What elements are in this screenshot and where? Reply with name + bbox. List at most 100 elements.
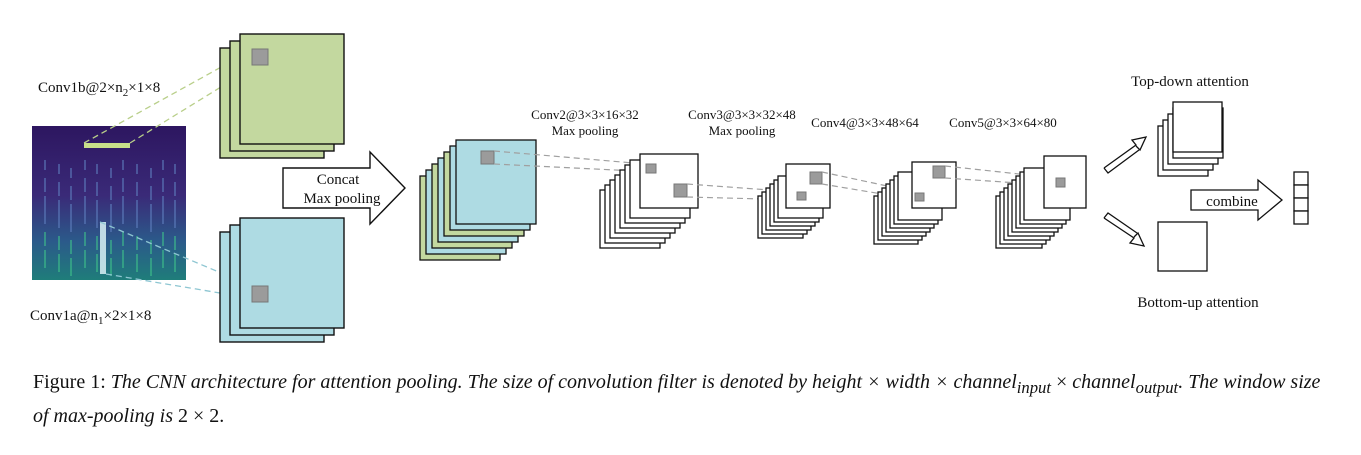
caption-sub-output: output bbox=[1135, 378, 1179, 397]
figure-caption: Figure 1: The CNN architecture for atten… bbox=[33, 368, 1333, 431]
spectrogram-streak bbox=[174, 182, 176, 196]
caption-math-channel: channel bbox=[1072, 371, 1136, 393]
conv1b-feature-maps bbox=[219, 33, 345, 159]
spectrogram-streak bbox=[44, 250, 46, 268]
spectrogram-streak bbox=[174, 254, 176, 272]
caption-text: The CNN architecture for attention pooli… bbox=[110, 371, 808, 393]
spectrogram-streak bbox=[96, 182, 98, 196]
spectrogram-streak bbox=[162, 160, 164, 170]
spectrogram-streak bbox=[96, 164, 98, 174]
conv4-label: Conv4@3×3×48×64 bbox=[811, 115, 919, 130]
spectrogram-streak bbox=[70, 222, 72, 232]
spectrogram-streak bbox=[136, 236, 138, 250]
concat-kernel bbox=[480, 150, 495, 165]
spectrogram-streak bbox=[136, 200, 138, 218]
spectrogram-streak bbox=[174, 236, 176, 250]
caption-math-dimensions: height × width × channel bbox=[812, 371, 1017, 393]
conv3-feature-maps bbox=[757, 163, 831, 239]
spectrogram-streak bbox=[84, 214, 86, 224]
spectrogram-streak bbox=[44, 232, 46, 246]
spectrogram-streak bbox=[162, 232, 164, 246]
spectrogram-streak bbox=[44, 214, 46, 224]
spectrogram-streak bbox=[44, 196, 46, 214]
spectrogram-streak bbox=[136, 182, 138, 196]
top-down-attention-maps bbox=[1157, 101, 1224, 177]
caption-label: Figure 1: bbox=[33, 371, 106, 393]
spectrogram-streak bbox=[84, 250, 86, 268]
spectrogram-streak bbox=[110, 168, 112, 178]
combine-label: combine bbox=[1206, 194, 1258, 210]
caption-text-pooling: . The window size of max-pooling is bbox=[33, 371, 1321, 427]
conv4-kernel-small bbox=[914, 192, 925, 202]
spectrogram-streak bbox=[136, 218, 138, 228]
spectrogram-streak bbox=[162, 214, 164, 224]
spectrogram-streak bbox=[136, 164, 138, 174]
spectrogram-streak bbox=[70, 168, 72, 178]
spectrogram-streak bbox=[58, 218, 60, 228]
spectrogram-streak bbox=[70, 240, 72, 254]
conv2-kernel-small bbox=[645, 163, 657, 174]
spectrogram-streak bbox=[58, 164, 60, 174]
spectrogram-streak bbox=[44, 160, 46, 170]
spectrogram-streak bbox=[122, 160, 124, 170]
output-vector bbox=[1293, 171, 1309, 225]
spectrogram-streak bbox=[70, 186, 72, 200]
caption-period: . bbox=[219, 405, 225, 427]
conv3-label: Conv3@3×3×32×48 bbox=[688, 107, 796, 122]
spectrogram-streak bbox=[84, 196, 86, 214]
conv1a-filter-highlight bbox=[100, 222, 106, 274]
spectrogram-streak bbox=[84, 178, 86, 192]
conv1b-filter-highlight bbox=[84, 143, 130, 148]
spectrogram-streak bbox=[174, 164, 176, 174]
spectrogram-streak bbox=[110, 258, 112, 276]
spectrogram-streak bbox=[162, 178, 164, 192]
spectrogram-streak bbox=[162, 250, 164, 268]
conv3-pooling-label: Max pooling bbox=[709, 123, 776, 138]
spectrogram-streak bbox=[58, 236, 60, 250]
conv5-feature-maps bbox=[995, 155, 1087, 249]
caption-times: × bbox=[1056, 371, 1068, 393]
diagonal-up-arrow-icon bbox=[1103, 136, 1148, 174]
spectrogram-streak bbox=[150, 258, 152, 276]
spectrogram-streak bbox=[110, 186, 112, 200]
spectrogram-streak bbox=[110, 204, 112, 222]
concat-pooling-label: Max pooling bbox=[303, 191, 381, 207]
top-down-label: Top-down attention bbox=[1131, 74, 1249, 90]
concat-label: Concat bbox=[317, 172, 360, 188]
spectrogram-streak bbox=[136, 254, 138, 272]
spectrogram-streak bbox=[150, 204, 152, 222]
concat-arrow-icon: Concat Max pooling bbox=[282, 150, 406, 226]
conv4-feature-maps bbox=[873, 161, 957, 245]
diagonal-down-arrow-icon bbox=[1103, 212, 1146, 247]
conv1a-label: Conv1a@n1×2×1×8 bbox=[30, 308, 151, 327]
spectrogram-streak bbox=[96, 218, 98, 228]
bottom-up-label: Bottom-up attention bbox=[1137, 295, 1259, 311]
spectrogram-streak bbox=[84, 232, 86, 246]
conv1a-kernel bbox=[251, 285, 269, 303]
input-spectrogram bbox=[32, 126, 186, 280]
combine-arrow-icon: combine bbox=[1190, 178, 1284, 222]
bottom-up-attention-map bbox=[1157, 221, 1208, 272]
spectrogram-streak bbox=[44, 178, 46, 192]
spectrogram-streak bbox=[122, 214, 124, 224]
conv5-label: Conv5@3×3×64×80 bbox=[949, 115, 1057, 130]
conv2-pooling-label: Max pooling bbox=[552, 123, 619, 138]
conv4-kernel bbox=[932, 165, 946, 179]
spectrogram-streak bbox=[122, 250, 124, 268]
conv1b-kernel bbox=[251, 48, 269, 66]
conv5-kernel bbox=[1055, 177, 1066, 188]
spectrogram-streak bbox=[58, 182, 60, 196]
spectrogram-streak bbox=[150, 186, 152, 200]
spectrogram-streak bbox=[150, 240, 152, 254]
spectrogram-streak bbox=[110, 240, 112, 254]
spectrogram-streak bbox=[122, 196, 124, 214]
caption-sub-input: input bbox=[1016, 378, 1052, 397]
spectrogram-streak bbox=[84, 160, 86, 170]
spectrogram-streak bbox=[174, 218, 176, 228]
spectrogram-streak bbox=[96, 254, 98, 272]
spectrogram-streak bbox=[58, 254, 60, 272]
conv2-label: Conv2@3×3×16×32 bbox=[531, 107, 639, 122]
conv3-kernel bbox=[809, 171, 823, 185]
spectrogram-streak bbox=[150, 168, 152, 178]
spectrogram-streak bbox=[174, 200, 176, 218]
